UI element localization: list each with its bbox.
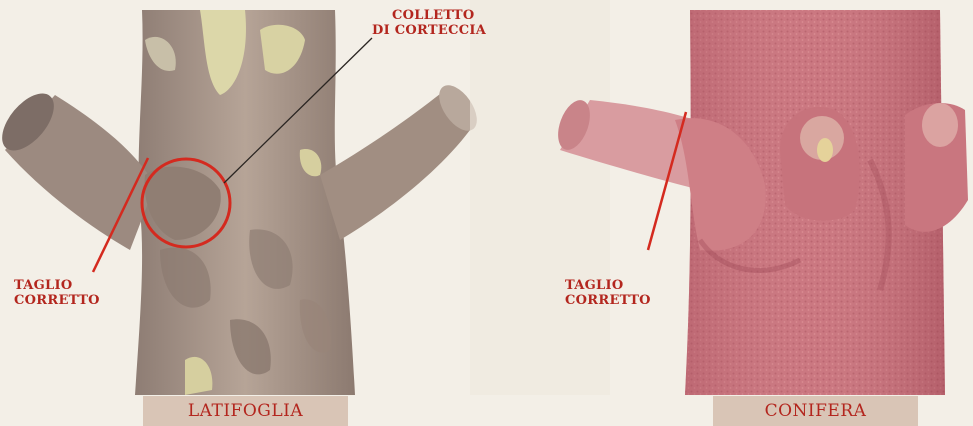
broadleaf-correct-cut-label-line2: corretto <box>14 293 100 308</box>
bark-collar-label-line1: Colletto <box>392 8 475 23</box>
broadleaf-correct-cut-line <box>91 157 150 273</box>
conifer-tree-illustration <box>558 10 968 395</box>
background-page-texture <box>470 0 610 395</box>
conifer-correct-cut-label-line1: Taglio <box>565 278 624 293</box>
broadleaf-tree-illustration <box>2 10 477 395</box>
conifer-left-branch-cut <box>558 100 590 150</box>
broadleaf-left-branch-cut <box>2 93 54 151</box>
collar-leader-line <box>223 37 373 184</box>
bark-collar-label-line2: di corteccia <box>372 23 487 38</box>
broadleaf-caption: LATIFOGLIA <box>143 396 348 426</box>
conifer-correct-cut-label-line2: corretto <box>565 293 651 308</box>
conifer-correct-cut-line <box>646 111 688 251</box>
broadleaf-right-branch-cut <box>439 85 477 131</box>
bark-collar-highlight-circle <box>140 157 232 249</box>
broadleaf-correct-cut-label-line1: Taglio <box>14 278 73 293</box>
conifer-caption: CONIFERA <box>713 396 918 426</box>
bark-collar-label: Colletto di corteccia <box>372 8 486 38</box>
broadleaf-branch-collar <box>144 166 221 240</box>
conifer-correct-cut-label: Taglio corretto <box>565 278 651 308</box>
broadleaf-right-branch <box>320 90 470 240</box>
broadleaf-left-branch <box>5 95 155 250</box>
broadleaf-correct-cut-label: Taglio corretto <box>14 278 100 308</box>
